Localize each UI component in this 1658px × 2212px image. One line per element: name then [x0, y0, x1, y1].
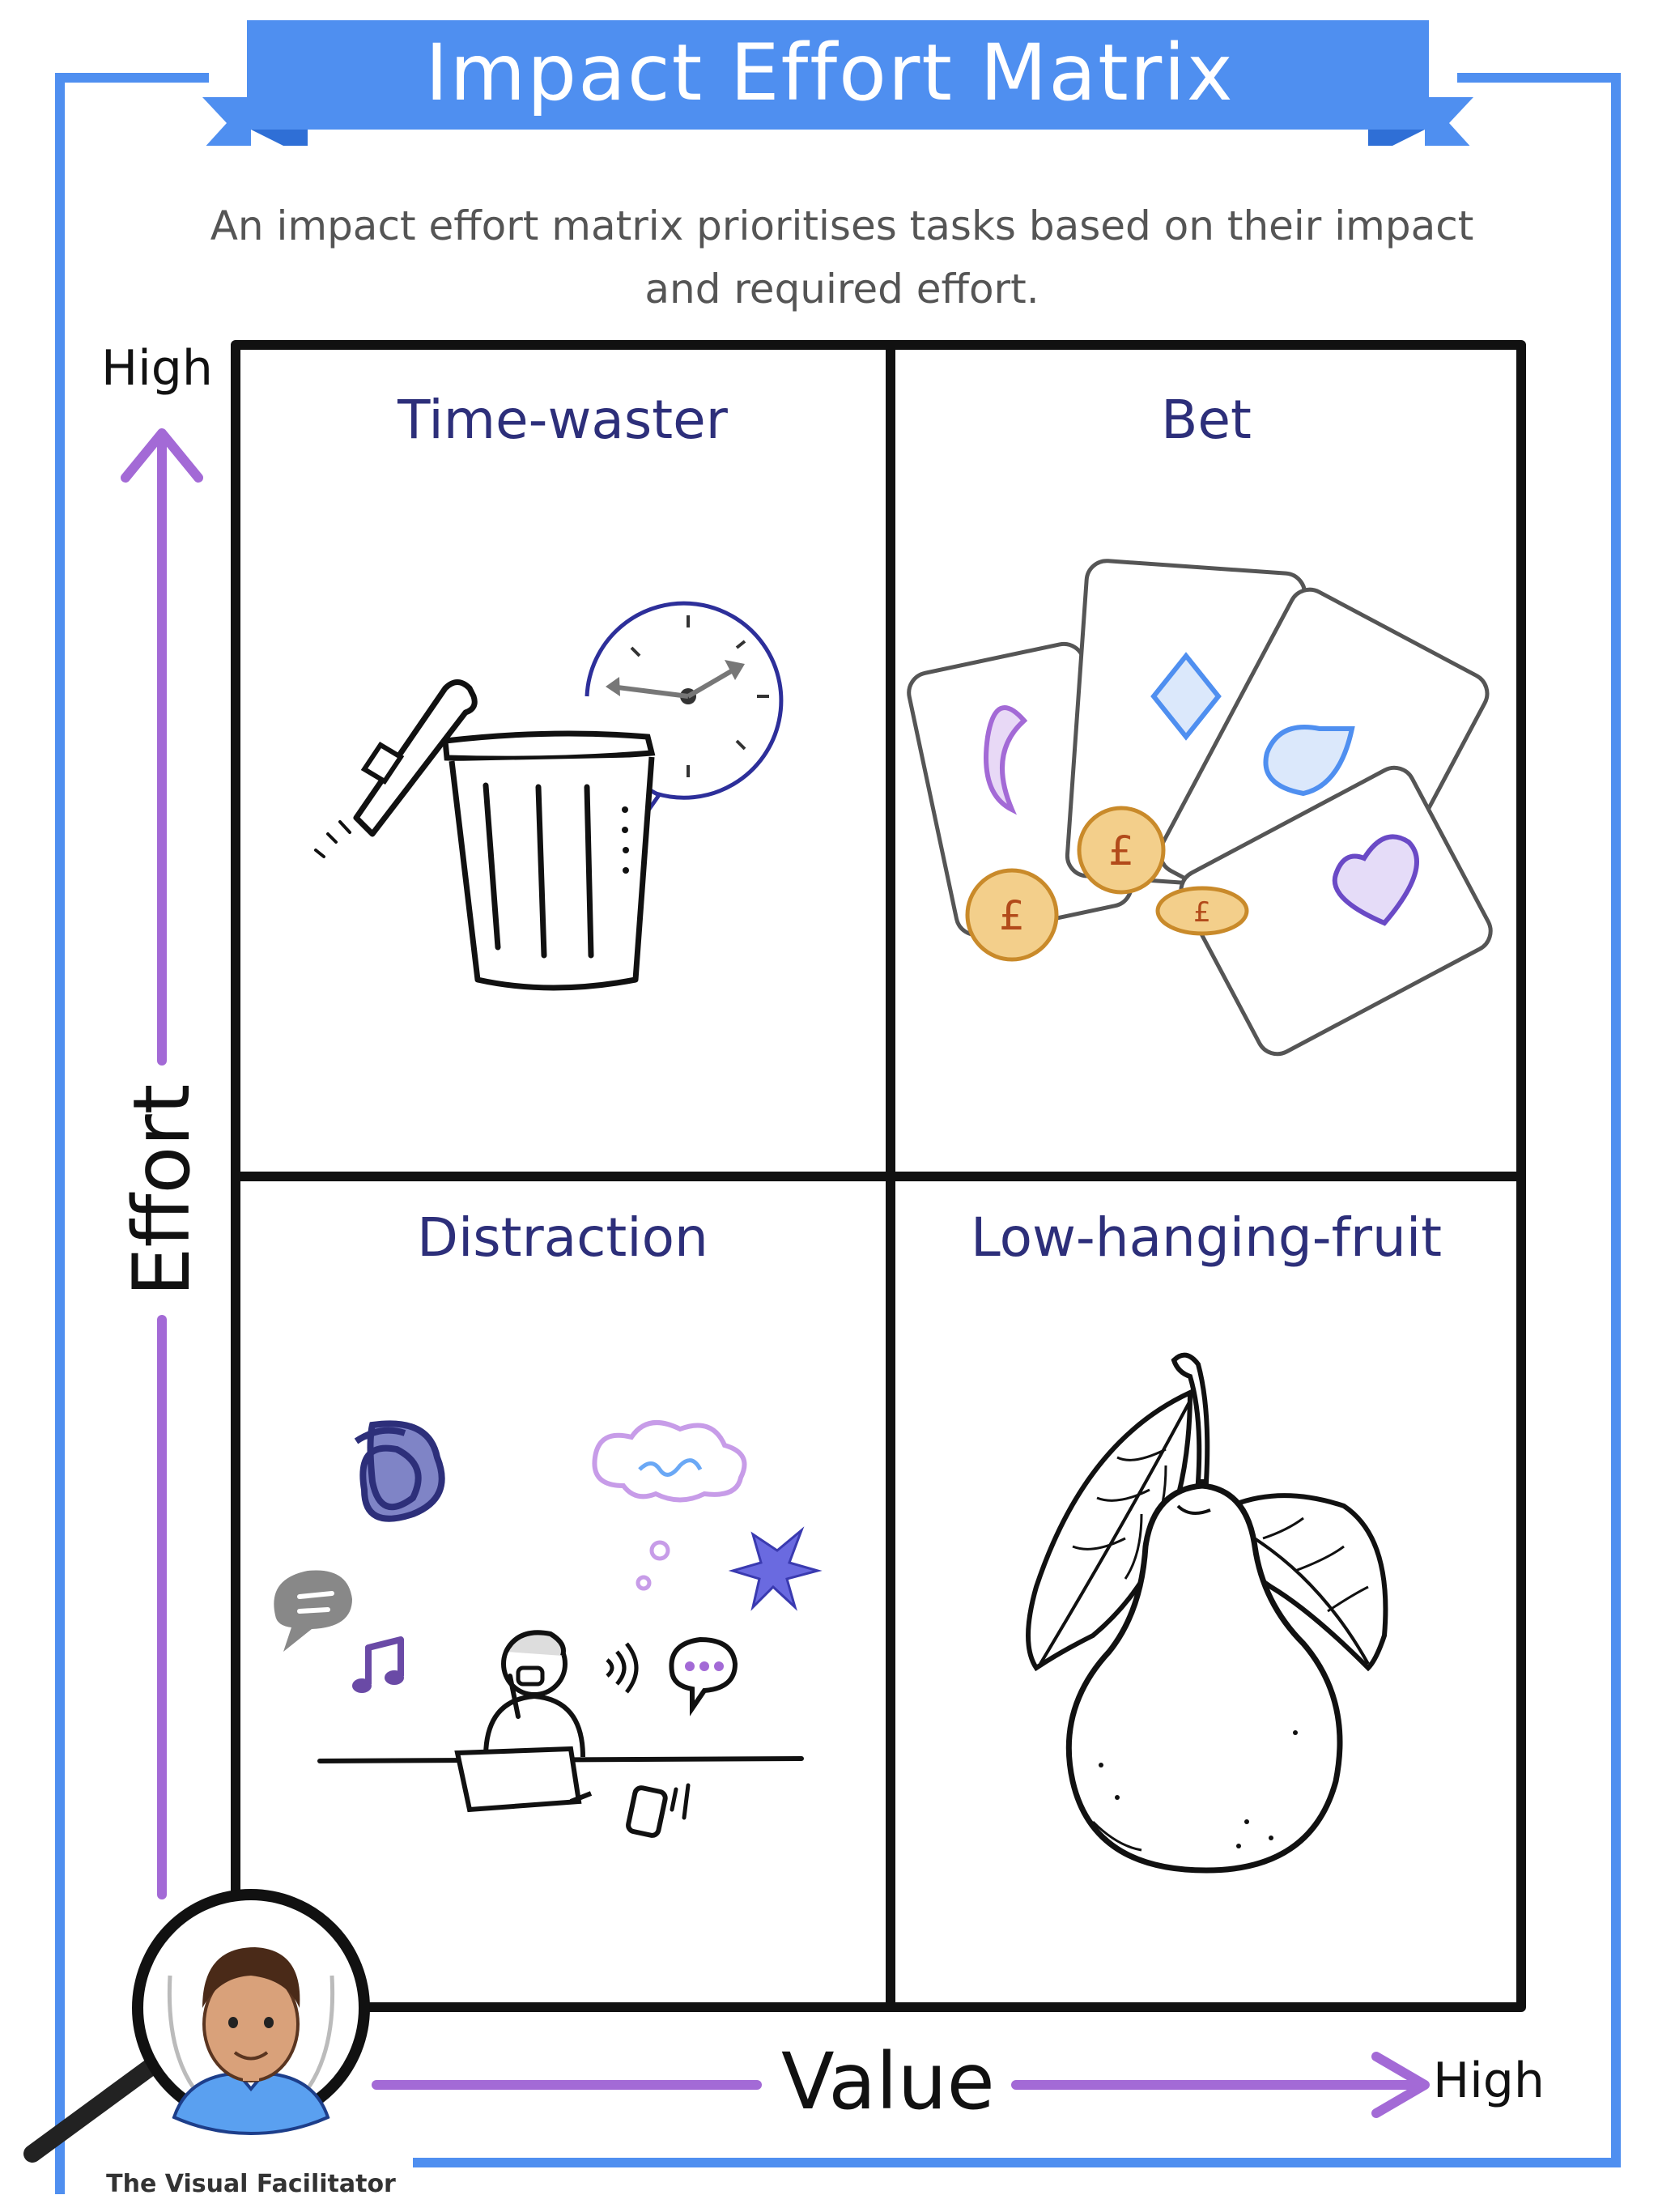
horizontal-divider	[240, 1172, 1520, 1181]
svg-text:£: £	[1193, 896, 1211, 929]
x-axis-arrow	[372, 2052, 1430, 2118]
frame-right-line	[1611, 73, 1621, 2166]
quadrant-label-distraction: Distraction	[417, 1206, 708, 1269]
frame-top-right-line	[1457, 73, 1619, 83]
y-axis-arrow	[121, 428, 203, 1899]
frame-top-left-line	[55, 73, 209, 83]
subtitle-line-2: and required effort.	[644, 266, 1039, 313]
matrix-grid	[231, 340, 1526, 2012]
page-title: Impact Effort Matrix	[425, 28, 1235, 118]
title-ribbon	[202, 20, 1473, 146]
subtitle-line-1: An impact effort matrix prioritises task…	[210, 202, 1474, 249]
pear-icon	[1026, 1352, 1388, 1874]
frame-left-line	[55, 73, 65, 2194]
x-axis-high-label: High	[1433, 2052, 1545, 2109]
x-axis-label: Value	[781, 2036, 995, 2127]
svg-text:£: £	[999, 892, 1025, 939]
frame-bottom-line	[413, 2158, 1621, 2167]
magnifier-avatar-icon	[23, 1889, 370, 2163]
y-axis-label: Effort	[117, 1083, 207, 1297]
trash-can-clock-icon	[314, 601, 784, 991]
brand-name: The Visual Facilitator	[106, 2170, 396, 2198]
playing-cards-coins-icon: £ £ £	[907, 559, 1493, 1057]
svg-text:£: £	[1108, 827, 1134, 874]
quadrant-label-low-hanging-fruit: Low-hanging-fruit	[970, 1206, 1443, 1269]
y-axis-high-label: High	[101, 340, 213, 397]
subtitle: An impact effort matrix prioritises task…	[186, 194, 1498, 321]
quadrant-label-bet: Bet	[1161, 389, 1252, 451]
distracted-worker-icon	[274, 1420, 823, 1838]
quadrant-label-time-waster: Time-waster	[397, 389, 728, 451]
